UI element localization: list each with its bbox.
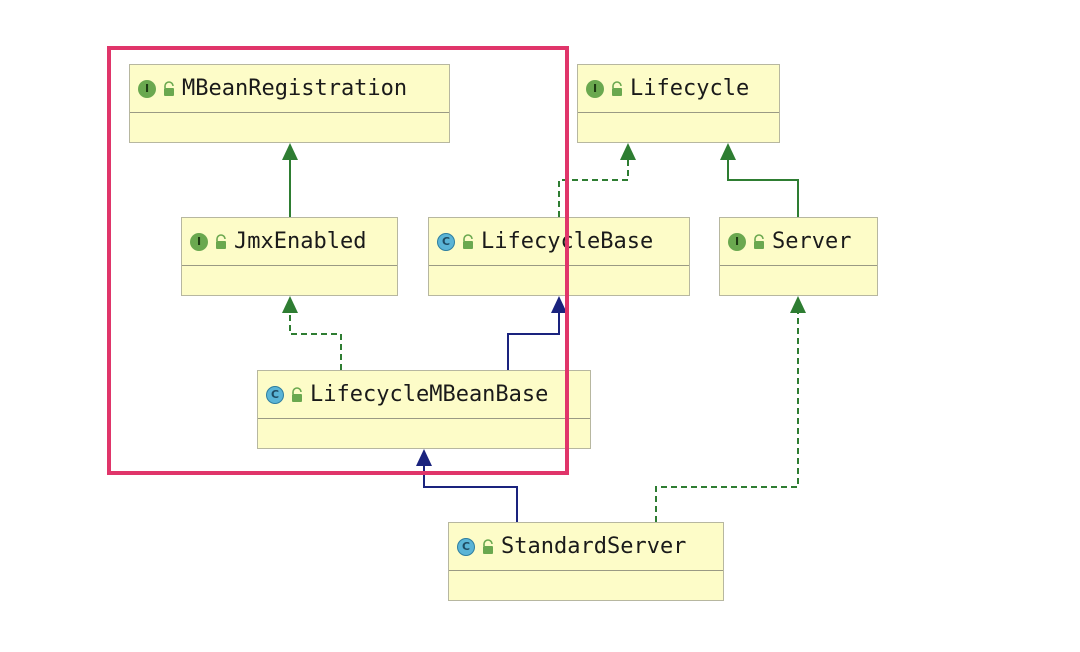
node-lifecycle[interactable]: I Lifecycle — [577, 64, 780, 143]
edge-standardserver-server — [655, 296, 806, 522]
edge-lifecyclebase-lifecycle — [558, 143, 636, 217]
lock-icon — [754, 233, 764, 249]
node-standardserver[interactable]: C StandardServer — [448, 522, 724, 601]
node-label: JmxEnabled — [234, 229, 367, 254]
node-label: Lifecycle — [630, 76, 750, 101]
edge-standardserver-lifecyclembeanbase — [416, 449, 518, 522]
edge-server-lifecycle — [720, 143, 799, 217]
node-mbeanregistration[interactable]: I MBeanRegistration — [129, 64, 450, 143]
node-label: LifecycleMBeanBase — [310, 382, 549, 407]
interface-icon: I — [586, 79, 604, 98]
lock-icon — [292, 386, 302, 402]
interface-icon: I — [190, 232, 208, 251]
lock-icon — [463, 233, 473, 249]
class-icon: C — [437, 232, 455, 251]
edge-lifecyclembeanbase-lifecyclebase — [507, 296, 567, 370]
node-label: LifecycleBase — [481, 229, 654, 254]
node-label: Server — [772, 229, 852, 254]
lock-icon — [216, 233, 226, 249]
node-label: StandardServer — [501, 534, 687, 559]
interface-icon: I — [728, 232, 746, 251]
class-icon: C — [457, 537, 475, 556]
node-lifecyclembeanbase[interactable]: C LifecycleMBeanBase — [257, 370, 591, 449]
edge-lifecyclembeanbase-jmxenabled — [282, 296, 342, 370]
node-label: MBeanRegistration — [182, 76, 408, 101]
lock-icon — [164, 80, 174, 96]
node-server[interactable]: I Server — [719, 217, 878, 296]
node-lifecyclebase[interactable]: C LifecycleBase — [428, 217, 690, 296]
class-icon: C — [266, 385, 284, 404]
lock-icon — [612, 80, 622, 96]
interface-icon: I — [138, 79, 156, 98]
lock-icon — [483, 538, 493, 554]
node-jmxenabled[interactable]: I JmxEnabled — [181, 217, 398, 296]
edge-jmxenabled-mbeanregistration — [282, 143, 298, 217]
